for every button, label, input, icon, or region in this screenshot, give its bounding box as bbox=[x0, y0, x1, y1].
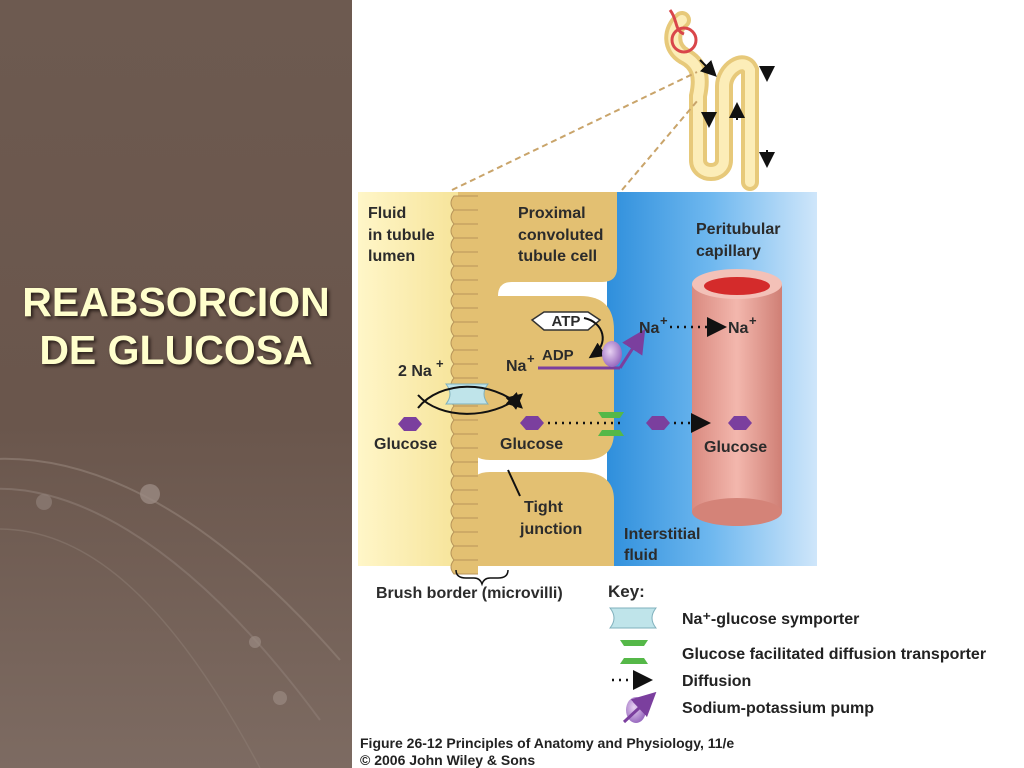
symporter-icon bbox=[608, 607, 658, 629]
interstitial-label: Interstitial fluid bbox=[624, 526, 705, 564]
transporter-icon bbox=[598, 412, 624, 436]
pump-icon bbox=[602, 341, 622, 367]
glucose-lumen-label: Glucose bbox=[374, 436, 437, 453]
legend-item-symporter: Na⁺-glucose symporter bbox=[682, 611, 859, 628]
copyright: © 2006 John Wiley & Sons bbox=[360, 752, 535, 768]
glomerulus-icon bbox=[670, 26, 698, 54]
glucose-molecule-icon bbox=[398, 417, 422, 431]
tight-junction-label: Tight junction bbox=[519, 499, 582, 538]
glucose-capillary-label: Glucose bbox=[704, 439, 767, 456]
na-interstitial-label: Na bbox=[639, 320, 660, 337]
legend-item-diffusion: Diffusion bbox=[682, 673, 751, 690]
na-lumen-label: 2 Na bbox=[398, 363, 432, 380]
figure-caption: Figure 26-12 Principles of Anatomy and P… bbox=[360, 735, 734, 751]
na-interstitial-plus: + bbox=[660, 313, 668, 328]
pump-icon bbox=[622, 691, 657, 724]
na-cell-plus: + bbox=[527, 351, 535, 366]
glucose-molecule-icon bbox=[646, 416, 670, 430]
na-capillary-label: Na bbox=[728, 320, 749, 337]
legend-item-pump: Sodium-potassium pump bbox=[682, 700, 874, 717]
slide-title: REABSORCION DE GLUCOSA bbox=[22, 279, 330, 373]
atp-label: ATP bbox=[552, 313, 581, 330]
capillary-label: Peritubular capillary bbox=[696, 221, 785, 260]
transporter-icon bbox=[620, 640, 648, 664]
legend-title: Key: bbox=[608, 582, 645, 601]
na-capillary-plus: + bbox=[749, 313, 757, 328]
slide-left-panel: REABSORCION DE GLUCOSA bbox=[0, 0, 352, 768]
lumen-label: Fluid in tubule lumen bbox=[368, 205, 439, 265]
glucose-cell-label: Glucose bbox=[500, 436, 563, 453]
cell-panel bbox=[358, 192, 817, 575]
legend-item-transporter: Glucose facilitated diffusion transporte… bbox=[682, 646, 986, 663]
legend: Key: Na⁺-glucose symporter Glucose facil… bbox=[608, 582, 986, 724]
na-cell-label: Na bbox=[506, 358, 527, 375]
nephron-inset bbox=[664, 9, 775, 191]
brush-border-label: Brush border (microvilli) bbox=[376, 585, 563, 602]
atp-badge: ATP bbox=[530, 311, 602, 331]
na-lumen-plus: + bbox=[436, 356, 444, 371]
decorative-curves bbox=[0, 457, 341, 768]
glucose-molecule-icon bbox=[728, 416, 752, 430]
glucose-reabsorption-diagram: ATP ADP Fluid in tubule lumen Proximal c… bbox=[358, 9, 986, 768]
cell-label: Proximal convoluted tubule cell bbox=[518, 205, 608, 265]
peritubular-capillary bbox=[692, 269, 782, 526]
glucose-molecule-icon bbox=[520, 416, 544, 430]
adp-label: ADP bbox=[542, 347, 574, 364]
